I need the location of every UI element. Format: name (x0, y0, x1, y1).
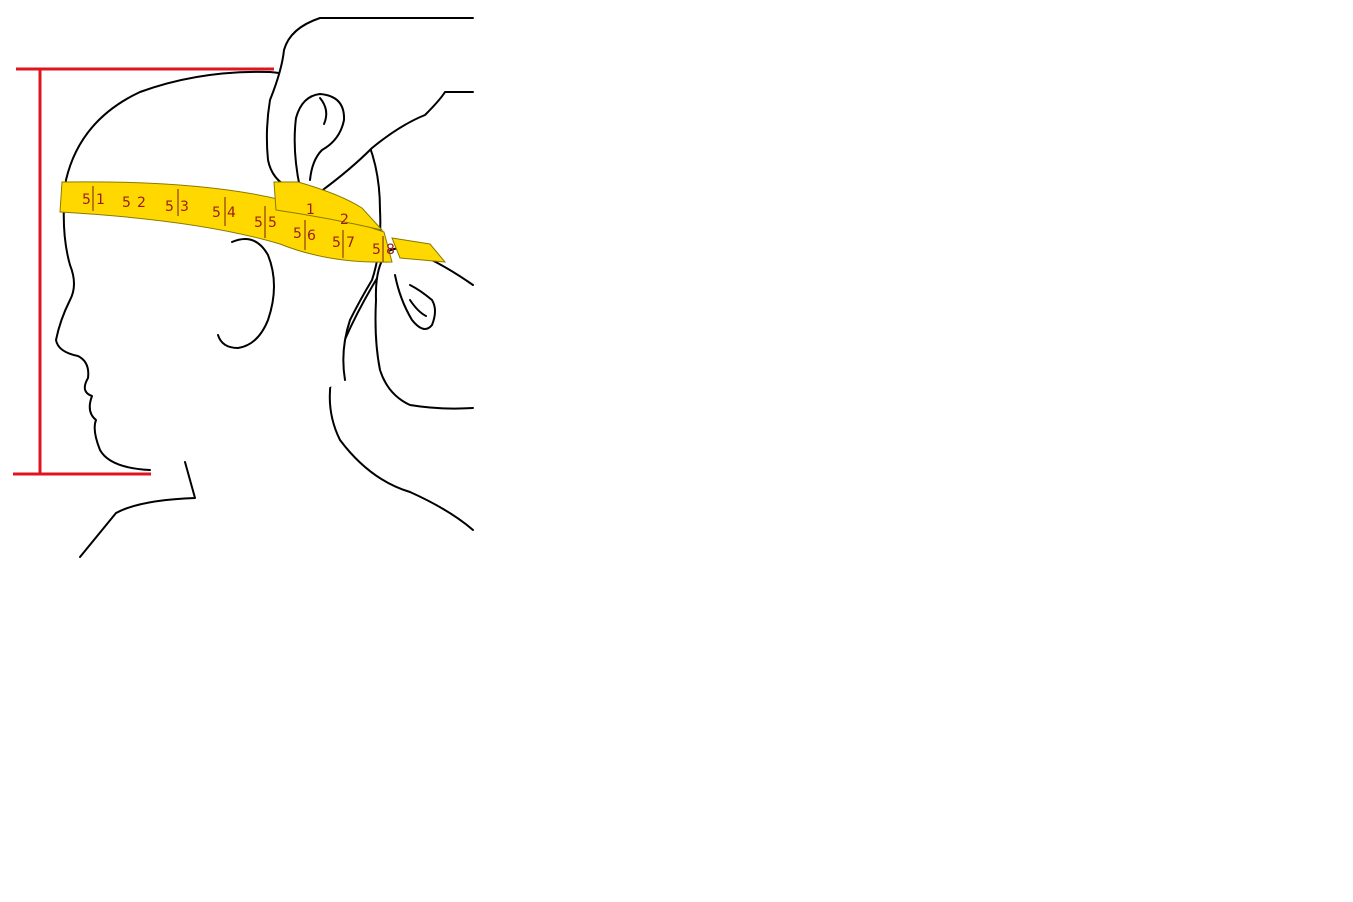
tape-number-label: 5 (122, 195, 131, 211)
tape-number-label: 1 (96, 192, 105, 208)
tape-number-label: 5 (332, 235, 341, 251)
height-measurement-bracket (13, 67, 274, 476)
upper-thumb-outline (293, 93, 346, 189)
tape-number-label: 5 (212, 205, 221, 221)
tape-number-label: 5 (254, 215, 263, 231)
tape-number-label: 5 (268, 215, 277, 231)
shoulders-outline (79, 461, 196, 558)
tape-number-label: 5 (372, 242, 381, 258)
tape-flap (273, 181, 384, 231)
tape-number-label: 4 (227, 205, 236, 221)
upper-thumbnail-outline (319, 97, 328, 125)
tape-number-label: 3 (180, 199, 189, 215)
tape-flap-number-label: 2 (340, 212, 349, 228)
ear-outline (217, 238, 275, 349)
tape-number-label: 5 (293, 226, 302, 242)
tape-number-label: 5 (82, 192, 91, 208)
tape-tail (391, 237, 447, 263)
tape-number-label: 2 (137, 195, 146, 211)
tape-band (59, 181, 393, 263)
tape-number-label: 8 (386, 242, 395, 258)
tape-flap-number-label: 1 (306, 202, 315, 218)
tape-number-label: 7 (346, 235, 355, 251)
tape-number-label: 6 (307, 228, 316, 244)
tape-number-label: 5 (165, 199, 174, 215)
lower-thumb-outline (394, 274, 436, 330)
lower-thumbnail-outline (409, 299, 427, 317)
